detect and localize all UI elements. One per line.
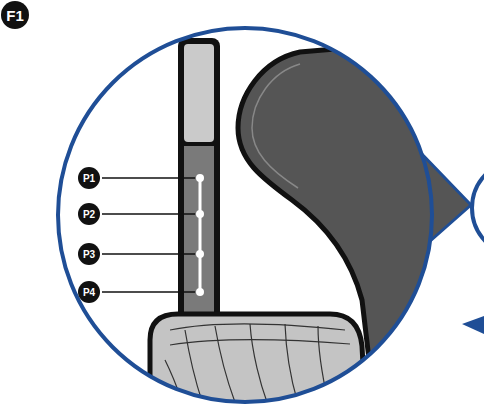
strap-post xyxy=(178,38,220,328)
callout-number: P2 xyxy=(78,203,100,225)
callout-number: P4 xyxy=(78,281,100,303)
figure-number: F1 xyxy=(1,1,29,29)
callout-number: P1 xyxy=(78,167,100,189)
inset-circle xyxy=(58,28,432,402)
arrow-head xyxy=(462,316,484,334)
callout-number: P3 xyxy=(78,243,100,265)
next-inset xyxy=(472,160,484,256)
